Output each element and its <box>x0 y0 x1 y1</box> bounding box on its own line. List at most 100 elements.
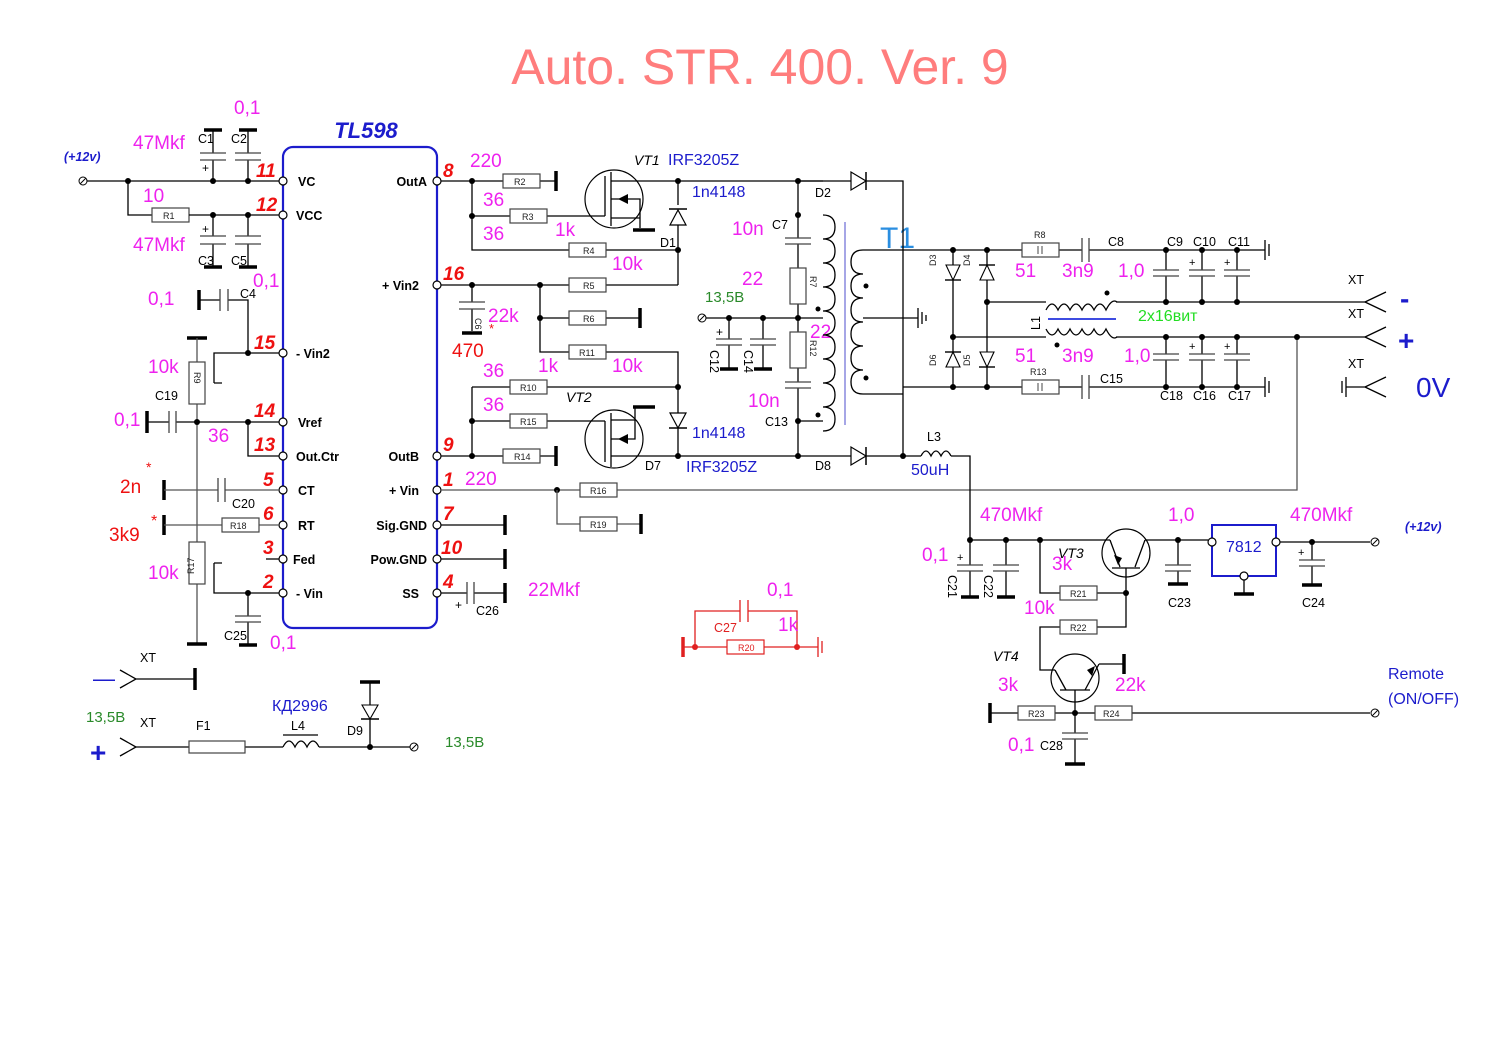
ref-c15: C15 <box>1100 372 1123 386</box>
value-r3: 36 <box>483 190 504 211</box>
transistor-vt4: VT4 <box>993 648 1126 713</box>
pin-label-minus-vin2: - Vin2 <box>296 347 330 361</box>
ref-r5: R5 <box>583 281 595 291</box>
svg-text:+: + <box>1224 257 1230 269</box>
ref-xt-plus: XT <box>1348 307 1364 321</box>
ref-c6: C6 <box>473 318 483 330</box>
resistor-r16 <box>579 482 618 498</box>
l1-winding-top <box>1045 300 1118 312</box>
pin-num-16: 16 <box>443 264 465 285</box>
value-r20: 1k <box>778 615 799 636</box>
pin-label-sig-gnd: Sig.GND <box>376 519 427 533</box>
value-c19: 0,1 <box>114 410 140 431</box>
resistor-r3 <box>509 208 548 224</box>
input-power-section: XT — 13,5В XT F1 L4 КД2996 D9 13,5В + <box>86 651 484 768</box>
value-c7: 10n <box>732 219 764 240</box>
part-d1: 1n4148 <box>692 184 745 201</box>
ref-c1: C1 <box>198 132 214 146</box>
ref-c12: C12 <box>707 350 721 373</box>
input-minus-label: — <box>93 666 115 691</box>
ref-c16: C16 <box>1193 389 1216 403</box>
pin-2 <box>278 588 288 598</box>
ref-vt1: VT1 <box>634 152 660 168</box>
ref-vt2: VT2 <box>566 389 592 405</box>
t1-secondary-winding <box>850 249 903 395</box>
pin-12 <box>278 210 288 220</box>
svg-text:+: + <box>1189 257 1195 269</box>
pin-label-vc: VC <box>298 175 315 189</box>
pin-label-vref: Vref <box>298 416 322 430</box>
value-c6b: 470 <box>452 341 484 362</box>
ref-d2: D2 <box>815 186 831 200</box>
value-r17: 10k <box>148 563 179 584</box>
output-12v-label: (+12v) <box>1405 520 1441 534</box>
value-r11a: 1k <box>538 356 559 377</box>
ref-l1: L1 <box>1029 316 1043 330</box>
value-r21: 10k <box>1024 598 1055 619</box>
ground-t1 <box>917 308 927 328</box>
ref-c19: C19 <box>155 389 178 403</box>
fuse-f1 <box>188 740 246 754</box>
ref-r23: R23 <box>1028 709 1045 719</box>
pin-4 <box>432 588 442 598</box>
remote-label-onoff: (ON/OFF) <box>1388 691 1459 708</box>
mosfet-vt2: VT2 IRF3205Z <box>566 389 757 476</box>
pin-7 <box>432 520 442 530</box>
output-13v5-label: 13,5В <box>445 734 484 751</box>
ic-name: TL598 <box>334 118 398 143</box>
value-c3: 47Mkf <box>133 235 185 256</box>
ref-c2: C2 <box>231 132 247 146</box>
value-r13: 51 <box>1015 346 1036 367</box>
ref-c25: C25 <box>224 629 247 643</box>
ref-r10: R10 <box>520 383 537 393</box>
resistor-r18 <box>221 517 260 533</box>
value-c18: 1,0 <box>1124 346 1150 367</box>
value-c2: 0,1 <box>234 98 260 119</box>
value-c21b: 470Mkf <box>980 505 1043 526</box>
ic-tl598[interactable]: TL598 <box>281 118 439 630</box>
ref-r20: R20 <box>738 643 755 653</box>
pin-label-plus-vin: + Vin <box>389 484 419 498</box>
value-r7: 22 <box>742 269 763 290</box>
ref-vt4: VT4 <box>993 648 1019 664</box>
driver-section: R2 220 R3 36 1k R4 36 10k VT1 IRF3205Z D… <box>441 151 846 476</box>
pin-label-ct: CT <box>298 484 315 498</box>
ref-c18: C18 <box>1160 389 1183 403</box>
regulator-name: 7812 <box>1226 539 1262 556</box>
value-r-vref: 36 <box>208 426 229 447</box>
pin-num-2: 2 <box>262 572 274 593</box>
ref-r16: R16 <box>590 486 607 496</box>
pin-num-5: 5 <box>263 470 274 491</box>
mosfet-vt1: VT1 IRF3205Z <box>584 152 739 232</box>
ref-f1: F1 <box>196 719 211 733</box>
resistor-r24 <box>1094 705 1133 721</box>
svg-text:+: + <box>202 222 209 236</box>
ref-c9: C9 <box>1167 235 1183 249</box>
value-c13: 10n <box>748 391 780 412</box>
ref-d8: D8 <box>815 459 831 473</box>
resistor-r6 <box>568 310 607 326</box>
ref-d1: D1 <box>660 236 676 250</box>
value-c24: 470Mkf <box>1290 505 1353 526</box>
primary-snubber-section: R7 R12 C7 C13 10n 22 22 10n + C12 C14 13… <box>697 170 971 540</box>
ref-r17: R17 <box>186 557 196 574</box>
ref-r7: R7 <box>808 276 818 288</box>
pin-6 <box>278 520 288 530</box>
resistor-r15 <box>509 413 548 429</box>
value-r4: 36 <box>483 224 504 245</box>
value-c21: 0,1 <box>922 545 948 566</box>
ref-c14: C14 <box>741 350 755 373</box>
resistor-r13 <box>1021 379 1060 395</box>
ref-d9: D9 <box>347 724 363 738</box>
input-12v-label: (+12v) <box>64 150 100 164</box>
pin-num-9: 9 <box>443 435 454 456</box>
value-c20: 2n <box>120 477 141 498</box>
resistor-r23 <box>1017 705 1056 721</box>
svg-text:+: + <box>455 598 462 612</box>
value-r12: 22 <box>810 322 831 343</box>
ic-right-pins: OutA + Vin2 OutB + Vin Sig.GND Pow.GND S… <box>371 161 465 601</box>
ground-c17 <box>1264 377 1270 397</box>
remote-label: Remote <box>1388 666 1444 683</box>
ref-c13: C13 <box>765 415 788 429</box>
